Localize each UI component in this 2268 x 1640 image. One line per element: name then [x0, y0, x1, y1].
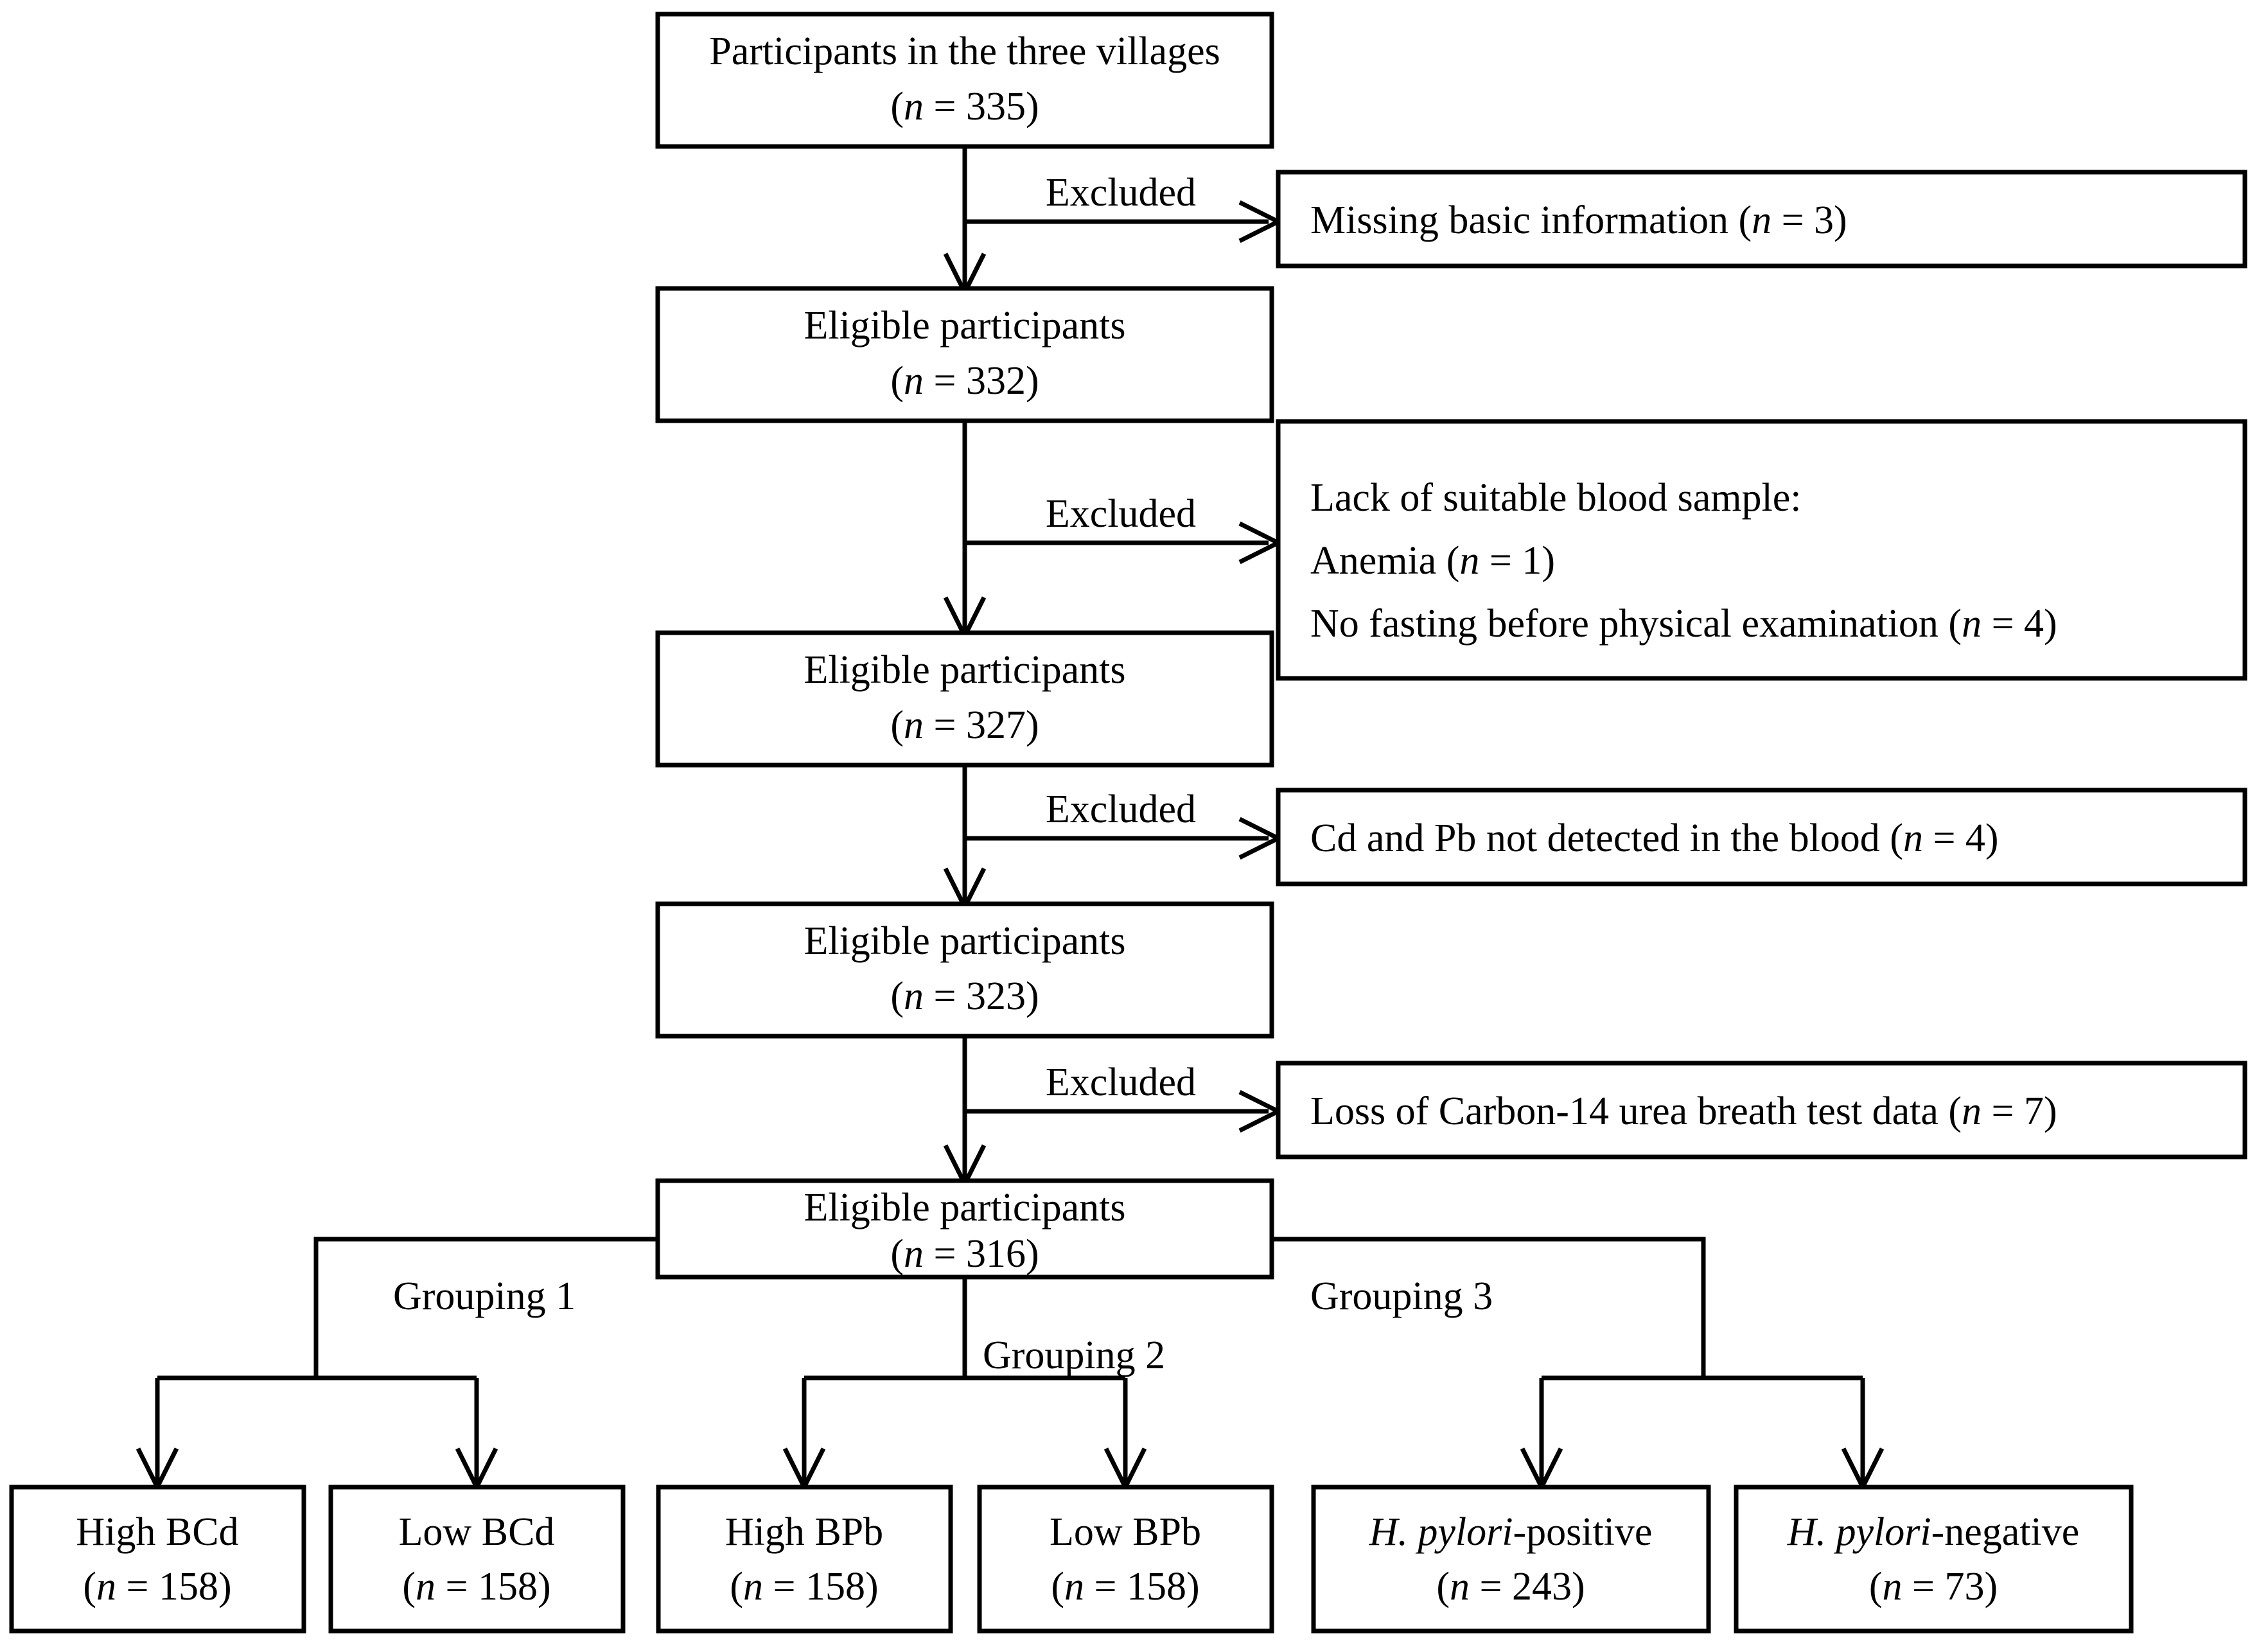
- node-low-bpb-label: Low BPb: [1050, 1510, 1201, 1554]
- node-participants-line1: Participants in the three villages: [709, 30, 1220, 73]
- node-participants-count: (n = 335): [890, 85, 1039, 128]
- node-eligible-323-count: (n = 323): [890, 974, 1039, 1018]
- node-low-bcd-label: Low BCd: [399, 1510, 555, 1554]
- node-eligible-323: Eligible participants (n = 323): [655, 901, 1274, 1039]
- edge-label-excluded-3: Excluded: [1046, 788, 1196, 831]
- node-cd-pb-not-detected-text: Cd and Pb not detected in the blood (n =…: [1310, 816, 1999, 860]
- node-hp-negative-label: H. pylori-negative: [1787, 1510, 2080, 1554]
- label-grouping-2: Grouping 2: [983, 1334, 1165, 1377]
- node-hp-negative: H. pylori-negative (n = 73): [1734, 1485, 2134, 1634]
- edge-label-excluded-2: Excluded: [1046, 492, 1196, 536]
- node-lack-blood-sample: Lack of suitable blood sample: Anemia (n…: [1276, 419, 2247, 681]
- node-high-bpb: High BPb (n = 158): [656, 1485, 953, 1634]
- node-eligible-316: Eligible participants (n = 316): [655, 1178, 1274, 1280]
- node-participants: Participants in the three villages (n = …: [655, 12, 1274, 149]
- node-lack-blood-sample-line1: Lack of suitable blood sample:: [1310, 476, 1801, 520]
- node-low-bpb-count: (n = 158): [1051, 1565, 1199, 1609]
- node-low-bcd: Low BCd (n = 158): [328, 1485, 626, 1634]
- label-grouping-1: Grouping 1: [393, 1274, 576, 1318]
- node-hp-positive-count: (n = 243): [1436, 1565, 1585, 1609]
- label-grouping-3: Grouping 3: [1310, 1274, 1493, 1318]
- node-high-bcd-label: High BCd: [76, 1510, 238, 1554]
- edge-label-excluded-4: Excluded: [1046, 1061, 1196, 1104]
- node-high-bpb-count: (n = 158): [730, 1565, 878, 1609]
- node-high-bcd-count: (n = 158): [83, 1565, 231, 1609]
- node-eligible-327-count: (n = 327): [890, 703, 1039, 747]
- edge-label-excluded-1: Excluded: [1046, 171, 1196, 215]
- node-eligible-316-count: (n = 316): [890, 1232, 1039, 1276]
- node-eligible-327: Eligible participants (n = 327): [655, 630, 1274, 768]
- node-eligible-332-line1: Eligible participants: [804, 304, 1125, 348]
- node-hp-positive-label: H. pylori-positive: [1369, 1510, 1653, 1554]
- connector-grouping3-trunk: [1272, 1237, 1706, 1378]
- node-loss-c14-data-text: Loss of Carbon-14 urea breath test data …: [1310, 1089, 2057, 1133]
- node-high-bcd: High BCd (n = 158): [9, 1485, 306, 1634]
- node-eligible-327-line1: Eligible participants: [804, 648, 1125, 692]
- node-eligible-316-line1: Eligible participants: [804, 1186, 1125, 1230]
- node-lack-blood-sample-line2: Anemia (n = 1): [1310, 539, 1555, 583]
- node-low-bcd-count: (n = 158): [402, 1565, 550, 1609]
- node-missing-info: Missing basic information (n = 3): [1276, 170, 2247, 269]
- node-eligible-332: Eligible participants (n = 332): [655, 286, 1274, 423]
- node-low-bpb: Low BPb (n = 158): [977, 1485, 1274, 1634]
- node-missing-info-text: Missing basic information (n = 3): [1310, 198, 1847, 242]
- node-high-bpb-label: High BPb: [725, 1510, 883, 1554]
- node-loss-c14-data: Loss of Carbon-14 urea breath test data …: [1276, 1061, 2247, 1159]
- node-eligible-332-count: (n = 332): [890, 359, 1039, 403]
- node-hp-positive: H. pylori-positive (n = 243): [1311, 1485, 1711, 1634]
- node-eligible-323-line1: Eligible participants: [804, 919, 1125, 963]
- node-hp-negative-count: (n = 73): [1869, 1565, 1998, 1609]
- node-cd-pb-not-detected: Cd and Pb not detected in the blood (n =…: [1276, 788, 2247, 886]
- node-lack-blood-sample-line3: No fasting before physical examination (…: [1310, 602, 2057, 646]
- connector-grouping1-trunk: [313, 1237, 658, 1378]
